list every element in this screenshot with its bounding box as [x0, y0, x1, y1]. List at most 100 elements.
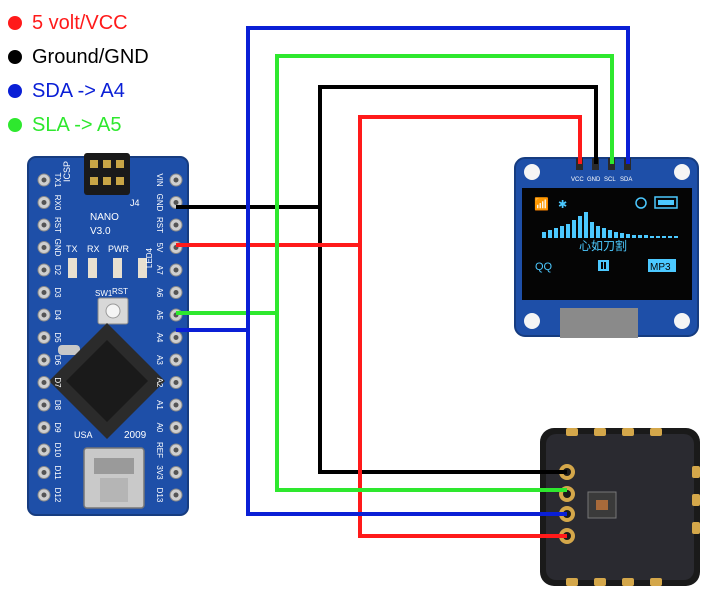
- battery-icon: [654, 196, 678, 209]
- oled-pin-sda: SDA: [620, 177, 632, 183]
- nano-pin-label-right: A0: [155, 423, 164, 433]
- wire-gnd-oled: [318, 85, 598, 207]
- wires: [176, 26, 630, 538]
- icsp-header: [84, 153, 130, 195]
- nano-pin-label-right: A6: [155, 288, 164, 298]
- wire-vcc: [176, 243, 567, 538]
- color-legend: 5 volt/VCC Ground/GND SDA -> A4 SLA -> A…: [8, 6, 149, 142]
- sw1-label: SW1: [95, 289, 113, 298]
- nano-pin-hole-center: [41, 470, 47, 475]
- equalizer-bar: [662, 236, 666, 238]
- oled-pin-scl: SCL: [604, 177, 616, 183]
- nano-pin-hole-center: [41, 380, 47, 385]
- nano-pin-hole-center: [41, 335, 47, 340]
- board-leds: [68, 258, 147, 278]
- nano-pin-label-left: RST: [53, 217, 62, 233]
- usa-label: USA: [74, 430, 93, 440]
- pause-icon: [598, 260, 609, 271]
- legend-dot-blue: [8, 84, 22, 98]
- rst-label: RST: [112, 287, 128, 296]
- nano-pin-hole-center: [41, 447, 47, 453]
- nano-pin-label-right: A2: [155, 378, 164, 388]
- nano-pin-label-right: 5V: [155, 243, 164, 253]
- model-label: NANO: [90, 212, 119, 223]
- oled-display-module: 📶 ✱ 心如刀割 QQ MP3 VCC GND SCL SDA: [514, 157, 699, 338]
- nano-pin-label-left: D6: [53, 355, 62, 366]
- nano-pin-label-left: TX1: [53, 173, 62, 188]
- sensor-edge-pads: [566, 428, 700, 586]
- equalizer-bar: [560, 226, 564, 238]
- equalizer-bar: [632, 235, 636, 238]
- nano-pin-hole-center: [41, 200, 47, 205]
- led-led4-label: LED4: [145, 247, 154, 268]
- nano-pin-label-left: D2: [53, 265, 62, 276]
- arduino-nano-board: ICSP J4 NANO V3.0 TX RX PWR LED4 SW1 RST…: [27, 153, 189, 516]
- nano-pin-labels: VINTX1GNDRX0RSTRST5VGNDA7D2A6D3A5D4A4D5A…: [53, 173, 164, 503]
- icsp-label: ICSP: [62, 161, 72, 182]
- nano-pin-label-right: A3: [155, 355, 164, 365]
- nano-pin-hole-center: [173, 200, 179, 205]
- nano-pin-label-left: D10: [53, 443, 62, 458]
- nano-pin-label-right: REF: [155, 442, 164, 458]
- nano-pin-hole-center: [173, 177, 179, 183]
- j4-label: J4: [130, 198, 140, 208]
- bluetooth-icon: ✱: [558, 198, 567, 211]
- legend-dot-black: [8, 50, 22, 64]
- led-tx-label: TX: [66, 244, 78, 254]
- oled-mp3-text: MP3: [650, 262, 671, 273]
- led-rx-label: RX: [87, 244, 100, 254]
- nano-pin-label-left: GND: [53, 239, 62, 257]
- wire-sda: [176, 328, 567, 516]
- nano-pin-label-left: D4: [53, 310, 62, 321]
- nano-pin-hole-center: [173, 290, 179, 295]
- nano-pin-hole-center: [41, 290, 47, 295]
- oled-pin-gnd: GND: [587, 177, 601, 183]
- nano-pin-hole-center: [41, 312, 47, 318]
- nano-pin-hole-center: [41, 492, 47, 498]
- nano-pin-hole-center: [41, 402, 47, 408]
- wire-scl: [176, 311, 567, 492]
- nano-pin-label-right: 3V3: [155, 465, 164, 480]
- nano-pin-label-left: D12: [53, 488, 62, 503]
- nano-pin-hole-center: [41, 222, 47, 228]
- nano-pin-label-left: D3: [53, 287, 62, 298]
- oled-signal-icon: 📶: [534, 197, 549, 211]
- nano-pin-label-left: D7: [53, 377, 62, 388]
- nano-pin-label-right: VIN: [155, 173, 164, 187]
- equalizer-bar: [650, 236, 654, 238]
- nano-pin-hole-center: [173, 425, 179, 430]
- equalizer-bar: [674, 236, 678, 238]
- equalizer-bar: [590, 222, 594, 238]
- equalizer-bar: [554, 228, 558, 238]
- equalizer-bar: [656, 236, 660, 238]
- legend-label: Ground/GND: [32, 45, 149, 68]
- version-label: V3.0: [90, 226, 111, 237]
- oled-screen: 📶 ✱ 心如刀割 QQ MP3: [534, 196, 678, 273]
- legend-item-gnd: Ground/GND: [8, 40, 149, 74]
- nano-pin-label-right: GND: [155, 194, 164, 212]
- nano-pin-hole-center: [41, 357, 47, 363]
- nano-pin-hole-center: [173, 447, 179, 453]
- equalizer-bar: [620, 233, 624, 238]
- sensor-module: [540, 428, 700, 586]
- oled-qq-text: QQ: [535, 261, 553, 273]
- nano-pin-hole-center: [173, 357, 179, 363]
- nano-pin-label-left: RX0: [53, 195, 62, 211]
- nano-pin-hole-center: [173, 267, 179, 273]
- equalizer-bar: [638, 235, 642, 238]
- wire-sda-oled: [246, 26, 630, 330]
- nano-pin-label-left: D5: [53, 332, 62, 343]
- nano-pin-label-right: A4: [155, 333, 164, 343]
- oled-pin-vcc: VCC: [571, 177, 584, 183]
- alarm-icon: [635, 197, 647, 209]
- equalizer-bar: [566, 224, 570, 238]
- oled-song-text: 心如刀割: [579, 238, 627, 253]
- equalizer-bar: [542, 232, 546, 238]
- legend-label: SLA -> A5: [32, 113, 122, 136]
- wire-vcc-oled: [358, 115, 582, 245]
- nano-pin-holes: [37, 173, 183, 502]
- crystal: [58, 345, 80, 355]
- equalizer-bar: [584, 212, 588, 238]
- equalizer-bars: [542, 212, 678, 238]
